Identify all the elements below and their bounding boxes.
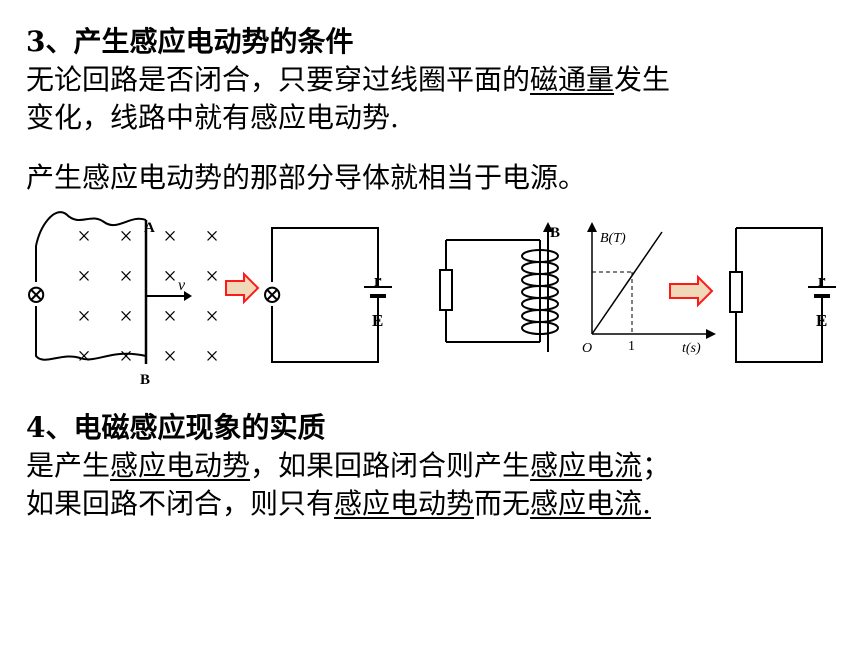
graph-x-label: t(s) <box>682 341 701 356</box>
section3-heading: 3、产生感应电动势的条件 <box>26 24 353 60</box>
cross-mark: × <box>119 304 133 330</box>
cross-mark: × <box>205 304 219 330</box>
graph-b-line <box>591 231 663 335</box>
lamp-2-gap <box>262 282 282 306</box>
section4-line2-end: ； <box>642 449 671 482</box>
cross-mark: × <box>205 224 219 250</box>
resistor-1 <box>439 269 453 311</box>
section4-heading: 4、电磁感应现象的实质 <box>26 410 325 446</box>
induced-current-term-2: 感应电流 <box>530 487 643 520</box>
section4-line3: 如果回路不闭合，则只有感应电动势而无感应电流. <box>26 486 651 522</box>
coil-circuit-wires <box>445 239 540 343</box>
wavy-wire-bottom <box>35 306 147 361</box>
resistor-2 <box>729 271 743 313</box>
rod-label-a: A <box>144 220 155 236</box>
section4-line2: 是产生感应电动势，如果回路闭合则产生感应电流； <box>26 448 670 484</box>
velocity-arrowhead <box>184 291 192 301</box>
induced-current-term: 感应电流 <box>530 449 643 482</box>
cross-mark: × <box>163 344 177 370</box>
graph-t-axis-arrowhead <box>706 329 716 339</box>
lamp-2-symbol: ⊗ <box>261 280 283 309</box>
graph-tick-1: 1 <box>628 339 635 354</box>
section3-line2: 无论回路是否闭合，只要穿过线圈平面的磁通量发生 <box>26 62 670 98</box>
section3-line4-text: 产生感应电动势的那部分导体就相当于电源。 <box>26 161 587 194</box>
section4-line3-end: . <box>642 487 651 520</box>
section4-line3-start: 如果回路不闭合，则只有 <box>26 487 335 520</box>
magnetic-flux-term: 磁通量 <box>530 63 615 96</box>
section3-line2-end: 发生 <box>614 63 671 96</box>
cross-mark: × <box>77 304 91 330</box>
induced-emf-term-2: 感应电动势 <box>334 487 475 520</box>
section3-line4: 产生感应电动势的那部分导体就相当于电源。 <box>26 160 586 196</box>
transform-arrow-2 <box>669 274 714 308</box>
coil-loops <box>521 249 559 335</box>
cross-mark: × <box>119 264 133 290</box>
circuit2-r-label: r <box>818 271 826 290</box>
b-field-arrowhead <box>543 222 553 232</box>
equivalent-circuit-2 <box>735 227 823 363</box>
section4-line3-mid: 而无 <box>474 487 531 520</box>
lamp-1-symbol: ⊗ <box>25 280 47 309</box>
cross-mark: × <box>77 344 91 370</box>
cross-mark: × <box>77 224 91 250</box>
cross-mark: × <box>77 264 91 290</box>
rod-label-b: B <box>140 372 150 388</box>
coil-b-label: B <box>550 225 560 241</box>
circuit1-r-label: r <box>374 271 382 290</box>
section4-line2-mid: ，如果回路闭合则产生 <box>250 449 531 482</box>
cross-mark: × <box>163 264 177 290</box>
cross-field: × × × × × × × × × × × × × × × × <box>77 224 219 370</box>
transform-arrow-1 <box>225 271 260 305</box>
section4-heading-text: 4、电磁感应现象的实质 <box>26 411 326 444</box>
battery-2 <box>806 286 838 298</box>
cross-mark: × <box>163 224 177 250</box>
section3-line3-text: 变化，线路中就有感应电动势. <box>26 101 399 134</box>
cross-mark: × <box>119 224 133 250</box>
velocity-label: v <box>178 277 186 294</box>
circuit2-e-label: E <box>816 311 827 330</box>
graph-y-label: B(T) <box>600 231 626 246</box>
graph-origin: O <box>582 341 592 356</box>
section3-heading-text: 3、产生感应电动势的条件 <box>26 25 354 58</box>
cross-mark: × <box>163 304 177 330</box>
wavy-wire-top <box>35 211 147 282</box>
cross-mark: × <box>205 344 219 370</box>
induced-emf-term: 感应电动势 <box>110 449 251 482</box>
section3-line2-start: 无论回路是否闭合，只要穿过线圈平面的 <box>26 63 531 96</box>
circuit1-e-label: E <box>372 311 383 330</box>
battery-1 <box>362 286 394 298</box>
section3-line3: 变化，线路中就有感应电动势. <box>26 100 399 136</box>
graph-b-axis-arrowhead <box>587 222 597 232</box>
cross-mark: × <box>205 264 219 290</box>
lamp-1-gap <box>26 282 46 306</box>
cross-mark: × <box>119 344 133 370</box>
section4-line2-start: 是产生 <box>26 449 111 482</box>
